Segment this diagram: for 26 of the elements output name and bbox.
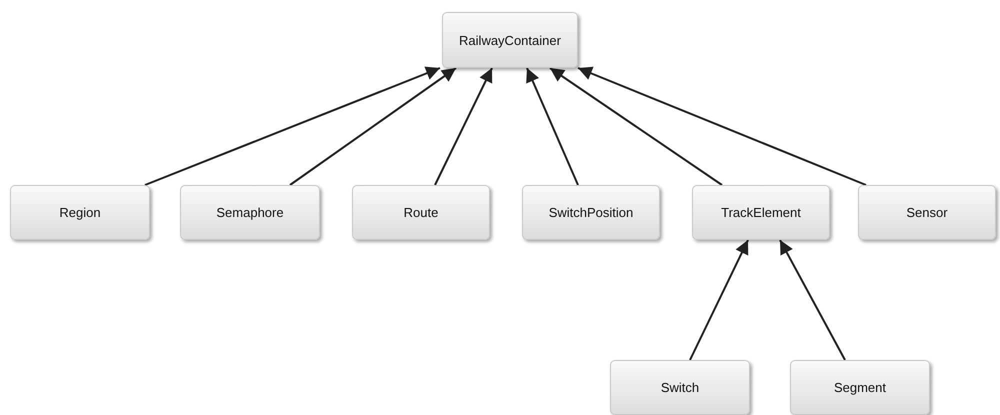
class-box bbox=[10, 185, 150, 240]
class-name: Region bbox=[59, 205, 101, 220]
inheritance-arrow bbox=[578, 66, 866, 186]
inheritance-arrow bbox=[526, 68, 579, 186]
class-box bbox=[790, 360, 930, 415]
class-box bbox=[692, 185, 830, 240]
class-box bbox=[522, 185, 660, 240]
class-name: Sensor bbox=[906, 205, 948, 220]
inheritance-arrow bbox=[549, 67, 723, 186]
class-name: Semaphore bbox=[216, 205, 284, 220]
class-name: Switch bbox=[660, 380, 700, 395]
class-box bbox=[858, 185, 996, 240]
class-name: Route bbox=[404, 205, 438, 220]
inheritance-arrow bbox=[689, 240, 749, 360]
inheritance-arrow bbox=[779, 240, 846, 360]
inheritance-arrow bbox=[434, 68, 493, 186]
class-name: Segment bbox=[834, 380, 886, 395]
class-name: SwitchPosition bbox=[548, 205, 634, 220]
class-box bbox=[442, 12, 578, 68]
inheritance-arrow bbox=[144, 66, 440, 186]
class-name: RailwayContainer bbox=[459, 32, 561, 48]
class-name: TrackElement bbox=[721, 205, 801, 220]
class-box bbox=[352, 185, 490, 240]
class-box bbox=[610, 360, 750, 415]
inheritance-arrow bbox=[289, 67, 457, 186]
class-box bbox=[180, 185, 320, 240]
